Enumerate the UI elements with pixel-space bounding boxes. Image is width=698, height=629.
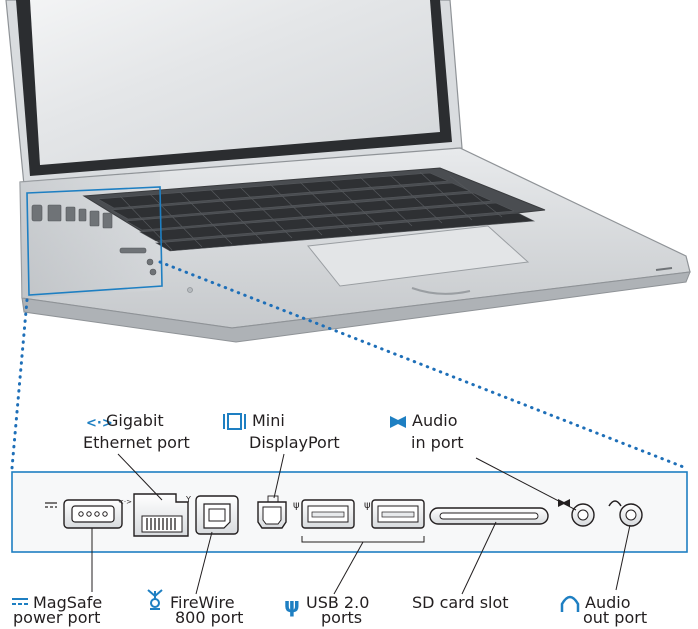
usb-label-line2: ports <box>321 608 363 627</box>
usb-ports: ψ ψ <box>293 499 425 543</box>
port-highlight-box <box>26 186 163 296</box>
magsafe-icon <box>12 598 28 605</box>
laptop-base <box>19 147 691 343</box>
headphones-icon <box>560 595 580 612</box>
svg-text:ψ: ψ <box>293 500 300 511</box>
svg-text:<·>: <·> <box>118 498 132 506</box>
sd-card-slot <box>429 507 549 525</box>
svg-text:ψ: ψ <box>364 500 371 511</box>
firewire-label-line2: 800 port <box>175 608 244 627</box>
label-icons: <·> ψ <box>12 413 580 617</box>
magsafe-label-line1: MagSafe <box>33 593 103 612</box>
audio-in-label-line1: Audio <box>412 411 458 430</box>
ethernet-icon: <·> <box>86 416 113 431</box>
gigabit-label-line2: Ethernet port <box>83 433 190 452</box>
svg-text:Y: Y <box>185 495 191 504</box>
audio-in-port <box>558 499 595 527</box>
firewire-label-line1: FireWire <box>170 593 235 612</box>
audio-out-port <box>608 500 643 527</box>
mini-dp-label-line2: DisplayPort <box>249 433 340 452</box>
leader-lines <box>91 453 631 595</box>
magsafe-label-line2: power port <box>13 608 101 627</box>
firewire-port <box>195 495 239 535</box>
laptop-display <box>5 0 467 186</box>
mini-dp-label-line1: Mini <box>252 411 285 430</box>
audio-in-label-line2: in port <box>411 433 464 452</box>
audio-in-icon <box>390 416 406 428</box>
magsafe-port: <·> <box>45 498 132 529</box>
mini-displayport-icon <box>223 413 246 430</box>
mini-displayport <box>257 495 287 529</box>
sd-card-label: SD card slot <box>412 593 509 612</box>
usb-label-line1: USB 2.0 <box>306 593 370 612</box>
gigabit-label-line1: Gigabit <box>106 411 164 430</box>
zoom-dotted-lines <box>10 260 688 470</box>
usb-icon: ψ <box>284 593 300 617</box>
ethernet-port: Y <box>133 493 191 537</box>
audio-out-label-line2: out port <box>583 608 648 627</box>
firewire-icon <box>147 589 163 610</box>
audio-out-label-line1: Audio <box>585 593 631 612</box>
